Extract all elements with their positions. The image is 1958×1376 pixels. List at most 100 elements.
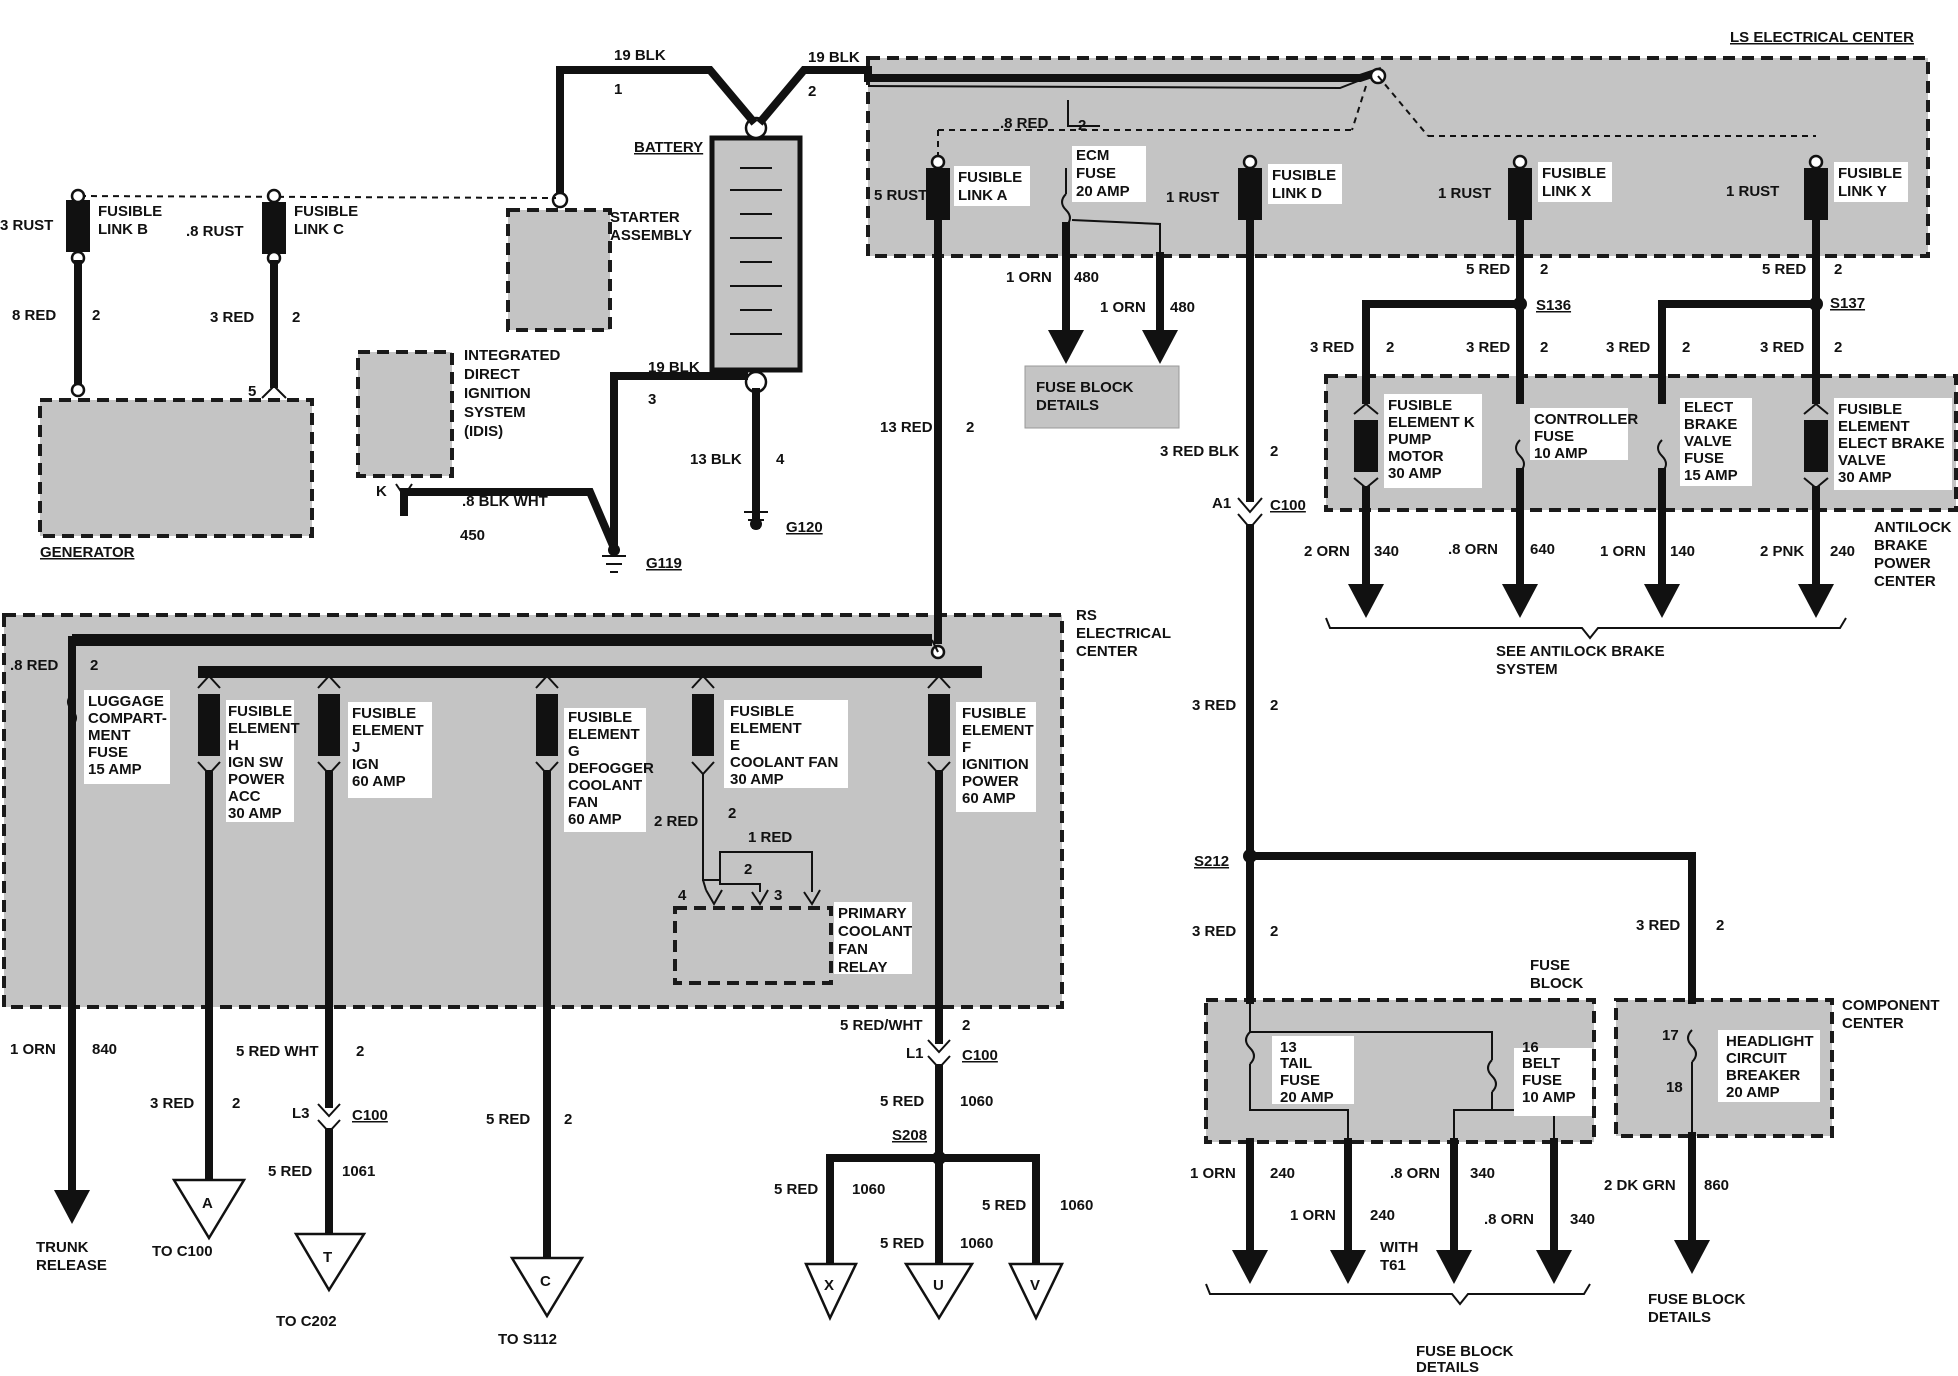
wire-label: 5 RED xyxy=(880,1093,924,1110)
circuit-number: 450 xyxy=(460,527,485,544)
wire-label: 5 RED xyxy=(1466,261,1510,278)
wire-label: .8 BLK WHT xyxy=(462,493,548,510)
wire-label: .8 RUST xyxy=(186,223,244,240)
wire-label: 8 RED xyxy=(12,307,56,324)
ls-center-title: LS ELECTRICAL CENTER xyxy=(1730,29,1914,46)
circuit-number: 1060 xyxy=(1060,1197,1093,1214)
fusible-link-x-icon xyxy=(1508,168,1532,220)
terminal-v-letter: V xyxy=(1030,1277,1040,1294)
circuit-number: 2 xyxy=(564,1111,572,1128)
circuit-number: 2 xyxy=(1270,443,1278,460)
wire-label: .8 ORN xyxy=(1484,1211,1534,1228)
circuit-number: 17 xyxy=(1662,1027,1679,1044)
circuit-number: 840 xyxy=(92,1041,117,1058)
splice-s208: S208 xyxy=(892,1127,927,1144)
wire-label: 5 RUST xyxy=(874,187,927,204)
battery xyxy=(709,116,803,394)
circuit-number: 140 xyxy=(1670,543,1695,560)
circuit-number: 2 xyxy=(1834,261,1842,278)
wire-label: 19 BLK xyxy=(614,47,666,64)
wire-label: 1 ORN xyxy=(10,1041,56,1058)
fusible-link-y-icon xyxy=(1804,168,1828,220)
circuit-number: 13 xyxy=(1280,1039,1297,1056)
wire-label: 1 RUST xyxy=(1438,185,1491,202)
circuit-number: 240 xyxy=(1370,1207,1395,1224)
terminal-u-letter: U xyxy=(933,1277,944,1294)
circuit-number: 240 xyxy=(1830,543,1855,560)
connector-c100: C100 xyxy=(1270,497,1306,514)
circuit-number: L3 xyxy=(292,1105,310,1122)
wire-label: 3 RED xyxy=(1760,339,1804,356)
wire-label: 5 RED xyxy=(982,1197,1026,1214)
circuit-number: 2 xyxy=(1834,339,1842,356)
circuit-number: 2 xyxy=(1540,339,1548,356)
circuit-number: 2 xyxy=(356,1043,364,1060)
wire-label: 1 ORN xyxy=(1006,269,1052,286)
wire-label: 1 ORN xyxy=(1600,543,1646,560)
circuit-number: 2 xyxy=(1540,261,1548,278)
circuit-number: 2 xyxy=(1716,917,1724,934)
wire-label: 3 RED xyxy=(1636,917,1680,934)
wire-label: 1 RUST xyxy=(1726,183,1779,200)
circuit-number: 2 xyxy=(90,657,98,674)
ground-g119: G119 xyxy=(646,555,682,572)
connector-c100: C100 xyxy=(352,1107,388,1124)
wire-label: 2 DK GRN xyxy=(1604,1177,1676,1194)
to-c202-label: TO C202 xyxy=(276,1313,337,1330)
wire-label: 5 RED xyxy=(774,1181,818,1198)
connector-c100: C100 xyxy=(962,1047,998,1064)
fusible-link-a-icon xyxy=(926,168,950,220)
wire-label: 5 RED xyxy=(486,1111,530,1128)
rs-elements xyxy=(197,674,951,776)
splice-s212: S212 xyxy=(1194,853,1229,870)
fusible-link-d-icon xyxy=(1238,168,1262,220)
terminal-t-letter: T xyxy=(323,1249,332,1266)
circuit-number: 340 xyxy=(1374,543,1399,560)
fusible-link-b-icon xyxy=(66,200,90,252)
wire-label: 5 RED WHT xyxy=(236,1043,319,1060)
circuit-number: 2 xyxy=(292,309,300,326)
relay-box xyxy=(673,906,833,985)
circuit-number: 1060 xyxy=(960,1235,993,1252)
wire-label: 13 BLK xyxy=(690,451,742,468)
wire-label: .8 RED xyxy=(1000,115,1049,132)
wire-label: 2 PNK xyxy=(1760,543,1804,560)
wire-label: .8 ORN xyxy=(1448,541,1498,558)
ground-g120: G120 xyxy=(786,519,823,536)
wire-label: 2 ORN xyxy=(1304,543,1350,560)
circuit-number: A1 xyxy=(1212,495,1231,512)
wire-label: 1 ORN xyxy=(1290,1207,1336,1224)
wire-label: 5 RED xyxy=(1762,261,1806,278)
wire-label: .8 RED xyxy=(10,657,59,674)
circuit-number: 1060 xyxy=(960,1093,993,1110)
circuit-number: 1 xyxy=(614,81,622,98)
circuit-number: 2 xyxy=(962,1017,970,1034)
wire-label: 3 RED xyxy=(1192,697,1236,714)
wire-label: 5 RED xyxy=(268,1163,312,1180)
wire-label: 1 RED xyxy=(748,829,792,846)
